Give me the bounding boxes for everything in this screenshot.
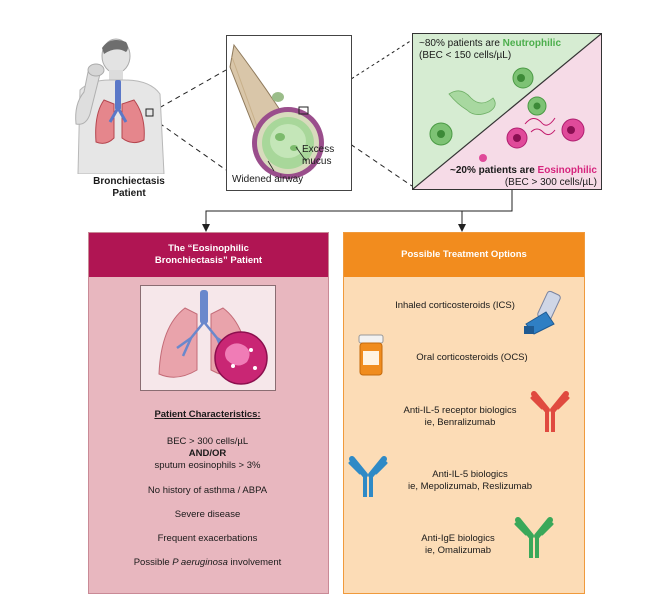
antibody-green-icon bbox=[514, 517, 554, 558]
pill-bottle-icon bbox=[358, 334, 384, 376]
antibody-blue-icon bbox=[348, 456, 388, 497]
patient-characteristics-heading: Patient Characteristics: bbox=[154, 409, 261, 420]
eosinophil-strands bbox=[524, 117, 556, 136]
bracket-arrow-line bbox=[205, 188, 513, 226]
characteristic-paeruginosa: Possible P aeruginosa involvement bbox=[133, 557, 282, 568]
patient-figure bbox=[75, 38, 165, 174]
neutrophilic-text: ~80% patients are Neutrophilic (BEC < 15… bbox=[419, 38, 562, 61]
lung-illustration-box bbox=[140, 285, 276, 391]
lungs-with-eosinophil bbox=[141, 286, 275, 390]
eosinophilic-text: ~20% patients are Eosinophilic (BEC > 30… bbox=[450, 165, 597, 188]
treatment-options-title: Possible Treatment Options bbox=[401, 249, 527, 260]
airway-illustration bbox=[229, 43, 324, 179]
eosinophilic-patient-header: The “Eosinophilic Bronchiectasis” Patien… bbox=[89, 233, 328, 277]
phenotype-split-box: ~80% patients are Neutrophilic (BEC < 15… bbox=[412, 33, 602, 190]
treatment-ics: Inhaled corticosteroids (ICS) bbox=[395, 300, 515, 311]
mucus-label: Excess mucus bbox=[302, 144, 335, 167]
characteristic-bec: BEC > 300 cells/µL bbox=[166, 436, 249, 447]
arrowhead-left bbox=[202, 224, 210, 232]
widened-airway-label: Widened airway bbox=[232, 174, 304, 185]
dashed-connector-bottom bbox=[151, 117, 227, 171]
panel-title-line2: Bronchiectasis” Patient bbox=[154, 255, 263, 266]
patient-label: Bronchiectasis Patient bbox=[93, 176, 165, 199]
characteristic-no-asthma: No history of asthma / ABPA bbox=[147, 485, 268, 496]
characteristic-sputum: sputum eosinophils > 3% bbox=[154, 460, 261, 471]
neutrophil-net bbox=[448, 90, 496, 115]
treatment-options-header: Possible Treatment Options bbox=[344, 233, 584, 277]
eosinophil-cell bbox=[479, 154, 487, 162]
arrowhead-right bbox=[458, 224, 466, 232]
characteristic-exacerbations: Frequent exacerbations bbox=[157, 533, 258, 544]
panel-title-line1: The “Eosinophilic bbox=[168, 243, 249, 254]
phenotype-background bbox=[413, 34, 601, 189]
treatment-ocs: Oral corticosteroids (OCS) bbox=[416, 352, 528, 363]
characteristic-andor: AND/OR bbox=[188, 448, 227, 459]
characteristic-severe: Severe disease bbox=[174, 509, 241, 520]
inhaler-icon bbox=[524, 290, 561, 335]
treatment-options-panel: Possible Treatment Options bbox=[343, 232, 585, 594]
antibody-red-icon bbox=[530, 391, 570, 432]
